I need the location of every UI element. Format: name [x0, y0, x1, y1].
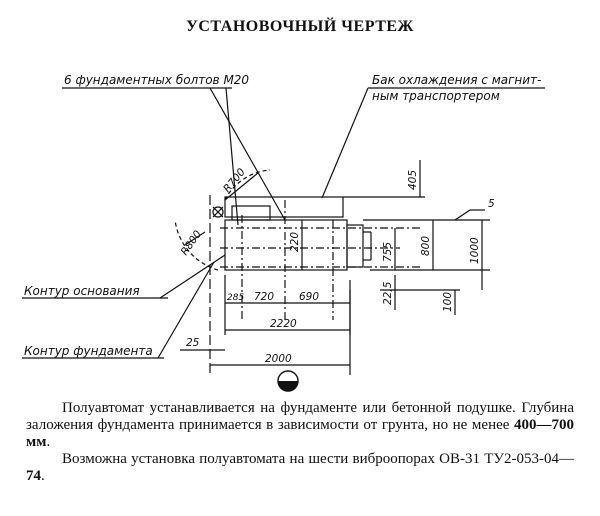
bolts-label: 6 фундаментных болтов М20 [64, 73, 249, 87]
dim-25-label: 25 [186, 337, 200, 349]
paragraph-foundation-depth: 400—700 мм [26, 417, 574, 450]
dim-2220-label: 2220 [270, 318, 297, 330]
drawing-title: УСТАНОВОЧНЫЙ ЧЕРТЕЖ [186, 18, 414, 35]
paragraph-vibration-end: . [41, 468, 45, 484]
paragraph-foundation-text: Полуавтомат устанавливается на фундамент… [26, 400, 574, 433]
pivot-cross-2 [212, 206, 224, 218]
ground-level-symbol [277, 370, 299, 392]
tank-label-line2: ным транспортером [372, 89, 500, 103]
base-contour-label: Контур основания [24, 284, 140, 298]
installation-drawing: 6 фундаментных болтов М20 Бак охлаждения… [22, 73, 545, 392]
dim-755-label: 755 [382, 242, 394, 262]
arc-r700 [224, 169, 271, 201]
dim-800-label: 800 [420, 236, 432, 256]
tank-label-line1: Бак охлаждения с магнит- [372, 73, 541, 87]
side-unit [346, 224, 364, 268]
dim-1000-label: 1000 [469, 237, 481, 264]
paragraph-vibration-text: Возможна установка полуавтомата на шести… [62, 451, 574, 467]
r700-radius-line [224, 172, 259, 201]
bolts-leader [225, 87, 239, 226]
paragraph-foundation: Полуавтомат устанавливается на фундамент… [26, 400, 574, 451]
bolts-leader-2 [209, 87, 286, 221]
description-text: Полуавтомат устанавливается на фундамент… [26, 400, 574, 485]
dim-690-label: 690 [299, 291, 319, 303]
tank-outline [224, 196, 344, 218]
dim-5-label: 5 [488, 198, 495, 210]
dim-100-label: 100 [442, 292, 454, 312]
base-contour-leader [159, 254, 226, 299]
dim-2000-label: 2000 [265, 353, 292, 365]
tank-leader [321, 87, 369, 199]
dim-405-label: 405 [407, 170, 419, 190]
paragraph-vibration-mounts: Возможна установка полуавтомата на шести… [26, 451, 574, 485]
paragraph-vibration-year: 74 [26, 468, 41, 484]
paragraph-foundation-end: . [46, 434, 51, 450]
foundation-contour-label: Контур фундамента [24, 344, 153, 358]
dim-220-label: 220 [289, 232, 301, 252]
r800-radius-line [184, 231, 206, 246]
dim-22-5-label: 22,5 [382, 281, 394, 305]
foundation-contour-leader [157, 261, 215, 359]
dim-5-leader [454, 209, 471, 221]
dim-285-label: 285 [227, 293, 244, 303]
dim-720-label: 720 [254, 291, 274, 303]
pivot-symbol [212, 206, 224, 218]
